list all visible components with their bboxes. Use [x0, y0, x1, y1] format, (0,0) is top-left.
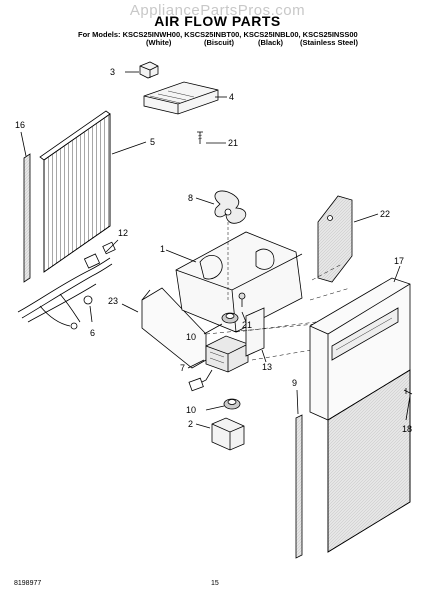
part-21-screw-top [197, 131, 226, 144]
callout-17: 17 [394, 256, 404, 266]
callout-22: 22 [380, 209, 390, 219]
callout-6: 6 [90, 328, 95, 338]
callout-12: 12 [118, 228, 128, 238]
page-number: 15 [211, 580, 219, 587]
part-2-motor-bracket [195, 417, 245, 451]
assembly-lines [205, 263, 351, 361]
callout-13: 13 [262, 362, 272, 372]
part-22-upper-panel [317, 195, 379, 283]
part-4-duct-cover [143, 81, 227, 115]
callout-23: 23 [108, 296, 118, 306]
part-8-fan-blade [195, 190, 247, 300]
part-10-grommet-lower [205, 398, 241, 411]
watermark: AppliancePartsPros.com [129, 2, 306, 19]
part-5-evaporator-cover [39, 110, 147, 273]
model-list: For Models: KSCS25INWH00, KSCS25INBT00, … [78, 30, 358, 39]
callout-2: 2 [188, 419, 193, 429]
callout-4: 4 [229, 92, 234, 102]
part-3-latch [125, 61, 159, 79]
callout-10-lower: 10 [186, 405, 196, 415]
part-7-fan-motor [187, 335, 249, 392]
models-text: KSCS25INWH00, KSCS25INBT00, KSCS25INBL00… [122, 30, 358, 39]
rear-large-panel [327, 369, 411, 553]
callout-21-middle: 21 [242, 320, 252, 330]
callout-18: 18 [402, 424, 412, 434]
color-biscuit: (Biscuit) [204, 38, 234, 47]
callout-10-upper: 10 [186, 332, 196, 342]
callout-5: 5 [150, 137, 155, 147]
callout-16: 16 [15, 120, 25, 130]
callout-8: 8 [188, 193, 193, 203]
callout-9: 9 [292, 378, 297, 388]
part-13-bracket [245, 307, 267, 363]
callout-3: 3 [110, 67, 115, 77]
part-12-wire-harness [17, 239, 119, 330]
page-title: AIR FLOW PARTS [154, 13, 281, 29]
color-white: (White) [146, 38, 172, 47]
part-16-side-strip [20, 131, 31, 283]
callout-1: 1 [160, 244, 165, 254]
models-prefix: For Models: [78, 30, 121, 39]
part-18-screw [403, 388, 413, 421]
callout-21-top: 21 [228, 138, 238, 148]
part-9-vertical-strip [295, 389, 303, 559]
color-stainless: (Stainless Steel) [300, 38, 358, 47]
callout-7: 7 [180, 363, 185, 373]
color-black: (Black) [258, 38, 284, 47]
part-21-screw-middle [238, 292, 247, 323]
part-1-fan-housing [165, 231, 303, 333]
part-10-grommet-upper [203, 312, 239, 335]
part-number: 8198977 [14, 580, 42, 587]
